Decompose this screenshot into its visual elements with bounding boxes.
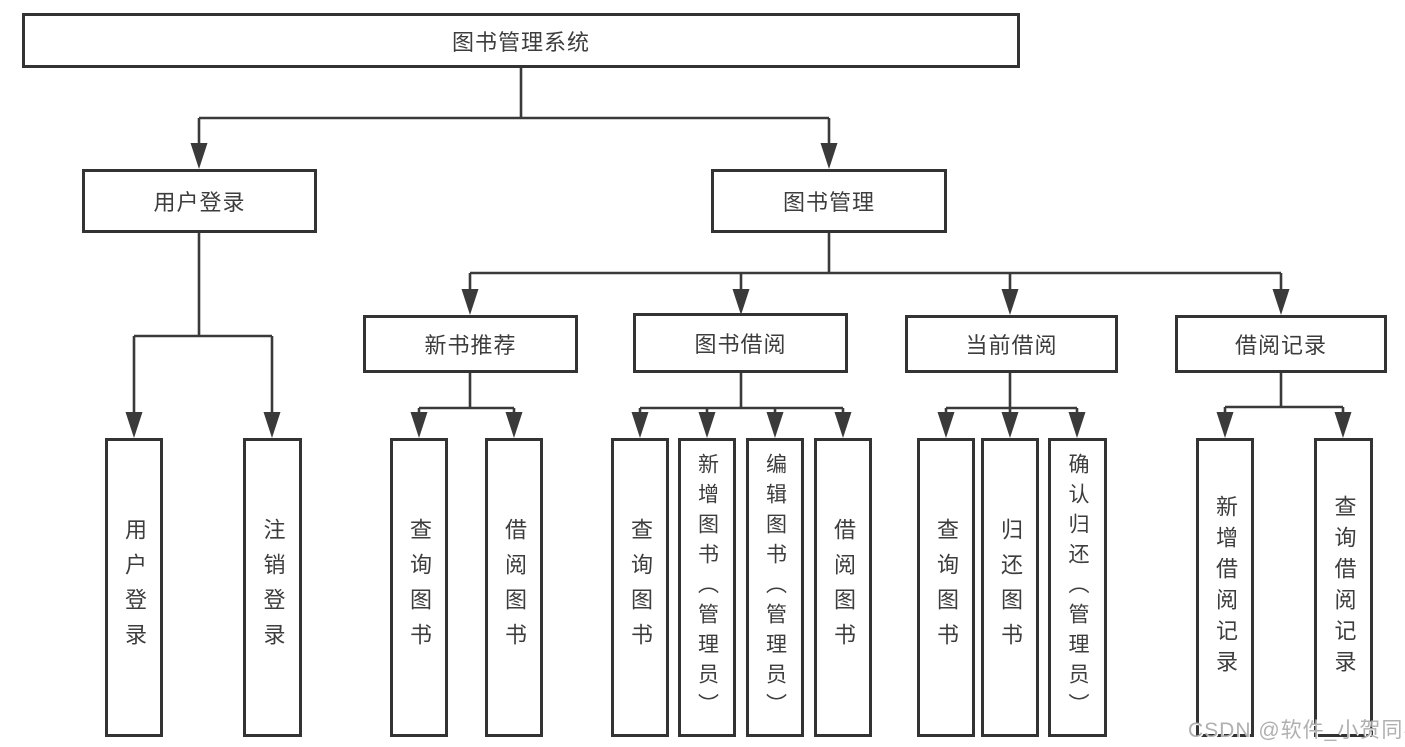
node-label: 图书管理	[782, 190, 875, 215]
arrowhead	[631, 412, 649, 438]
node-user-login-module: 用户登录	[82, 169, 317, 233]
arrowhead	[1272, 289, 1290, 315]
node-label: 图书借阅	[694, 332, 787, 357]
node-query-borrowing-record: 查询借阅记录	[1314, 438, 1373, 737]
node-book-management-module: 图书管理	[711, 169, 947, 233]
node-label: 归还图书	[998, 517, 1023, 658]
node-label: 新增借阅记录	[1213, 494, 1238, 681]
node-label: 借阅图书	[831, 517, 856, 658]
node-label: 确认归还（管理员）	[1066, 452, 1089, 723]
node-user-login: 用户登录	[105, 438, 163, 737]
arrowhead	[190, 143, 208, 169]
arrowhead	[263, 412, 281, 438]
arrowhead	[1216, 412, 1234, 438]
connector-book-management-children	[461, 232, 1290, 315]
connector-new-book-children	[410, 373, 523, 438]
arrowhead	[410, 412, 428, 438]
node-label: 新书推荐	[424, 333, 517, 358]
node-confirm-return-admin: 确认归还（管理员）	[1048, 438, 1107, 737]
node-label: 查询图书	[934, 517, 959, 658]
node-label: 当前借阅	[965, 333, 1058, 358]
node-return-books: 归还图书	[981, 438, 1039, 737]
arrowhead	[937, 412, 955, 438]
arrowhead	[1068, 412, 1086, 438]
node-edit-books-admin: 编辑图书（管理员）	[746, 438, 804, 737]
node-label: 用户登录	[153, 190, 246, 215]
connector-user-login-children	[125, 232, 281, 438]
node-label: 新增图书（管理员）	[695, 452, 719, 723]
arrowhead	[461, 289, 479, 315]
node-add-books-admin: 新增图书（管理员）	[678, 438, 736, 737]
connector-book-borrowing-children	[631, 373, 852, 438]
node-library-management-system: 图书管理系统	[22, 13, 1020, 68]
node-label: 用户登录	[122, 517, 147, 658]
node-borrow-books-borrowing: 借阅图书	[814, 438, 872, 737]
arrowhead	[820, 143, 838, 169]
csdn-watermark: CSDN @软件_小贺同学	[1188, 719, 1405, 742]
arrowhead	[698, 412, 716, 438]
node-label: 注销登录	[260, 517, 286, 658]
node-label: 借阅图书	[502, 517, 527, 658]
node-book-borrowing: 图书借阅	[633, 313, 848, 373]
node-label: 查询图书	[407, 517, 432, 658]
node-label: 图书管理系统	[451, 29, 590, 55]
connector-root-to-level1	[190, 68, 838, 169]
node-label: 查询借阅记录	[1331, 494, 1357, 681]
node-add-borrowing-record: 新增借阅记录	[1196, 438, 1254, 737]
arrowhead	[125, 412, 143, 438]
node-logout-login: 注销登录	[243, 438, 302, 737]
arrowhead	[505, 412, 523, 438]
arrowhead	[834, 412, 852, 438]
node-label: 查询图书	[628, 517, 653, 658]
arrowhead	[1334, 412, 1352, 438]
arrowhead	[1001, 289, 1019, 315]
node-label: 借阅记录	[1234, 333, 1327, 358]
arrowhead	[1001, 412, 1019, 438]
arrowhead	[732, 289, 750, 315]
node-query-books-recommend: 查询图书	[390, 438, 448, 737]
node-borrowing-records: 借阅记录	[1175, 315, 1387, 373]
node-current-borrowing: 当前借阅	[905, 315, 1118, 373]
node-query-books-borrowing: 查询图书	[611, 438, 669, 737]
node-label: 编辑图书（管理员）	[763, 452, 787, 723]
arrowhead	[766, 412, 784, 438]
node-query-books-current: 查询图书	[917, 438, 975, 737]
connector-borrowing-records-children	[1216, 373, 1352, 438]
node-new-book-recommendation: 新书推荐	[363, 315, 578, 373]
connector-current-borrowing-children	[937, 373, 1086, 438]
node-borrow-books-recommend: 借阅图书	[485, 438, 543, 737]
